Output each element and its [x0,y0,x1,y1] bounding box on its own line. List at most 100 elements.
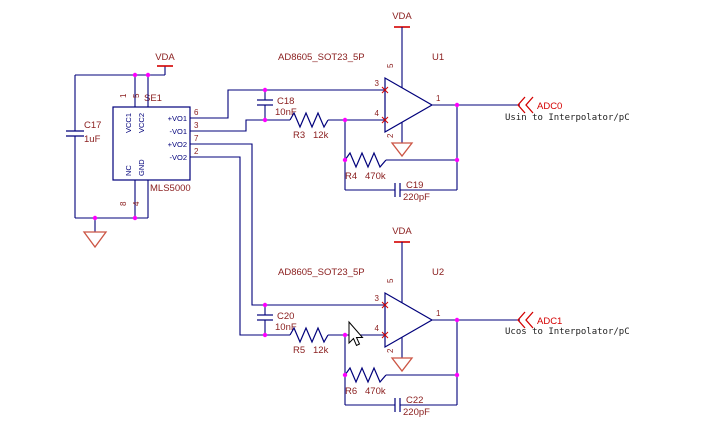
left-block: VDA C17 1uF SE1 MLS5000 1 5 VCC1 [66,52,199,249]
pin-number: 5 [132,93,141,98]
ground-symbol-left[interactable] [82,218,108,249]
resistor-r4[interactable]: R4 470k [344,151,457,182]
resistor-r5[interactable]: R5 12k [289,326,329,356]
component-value: 220pF [403,407,430,418]
resistor-r3[interactable]: R3 12k [289,111,329,141]
capacitor-c19[interactable]: C19 220pF [345,180,457,203]
pin-number: 8 [119,201,128,206]
chevron-left-icon [517,311,526,329]
capacitor-c20[interactable]: C20 10nF [257,305,297,335]
opamp-triangle-icon [384,291,434,349]
ref-designator: R3 [293,130,305,141]
junction-dot [262,87,268,93]
junction-dot [145,72,151,78]
pin-name: -VO1 [169,127,187,136]
component-value: 470k [365,386,386,397]
ground-triangle-icon [390,357,414,373]
pin-name: GND [137,159,146,176]
resistor-r6[interactable]: R6 470k [344,366,457,397]
pin-name: VCC1 [124,113,133,133]
channel-2: C20 10nF R5 12k AD8605_SOT23_5P U2 3 4 1… [190,143,630,418]
ref-designator: C22 [406,395,423,406]
pin-name: VCC2 [137,113,146,133]
part-number: MLS5000 [150,183,191,194]
component-value: 10nF [275,322,297,333]
power-flag-vda-u2[interactable]: VDA [392,226,412,303]
junction-dot [262,332,268,338]
capacitor-c17[interactable]: C17 1uF [66,75,101,218]
junction-dot [454,317,460,323]
ref-designator: R5 [293,345,305,356]
power-label: VDA [155,52,175,63]
junction-dot [262,302,268,308]
pin-number: 2 [386,133,395,138]
junction-dot [262,117,268,123]
ref-designator: SE1 [144,93,162,104]
ground-triangle-icon [390,142,414,158]
wire [190,156,290,336]
ground-symbol-u1[interactable] [390,122,414,158]
pin-number: 2 [386,348,395,353]
junction-dot [342,117,348,123]
pin-name: +VO1 [168,114,187,123]
capacitor-c22[interactable]: C22 220pF [345,395,457,418]
pin-number: 5 [386,278,395,283]
power-flag-vda-left[interactable]: VDA [155,52,175,75]
ground-triangle-icon [82,231,108,249]
junction-dots [262,87,460,163]
pin-number: 3 [375,79,380,88]
pin-number: 5 [386,63,395,68]
ground-symbol-u2[interactable] [390,337,414,373]
pin-number: 4 [375,324,380,333]
junction-dot [342,372,348,378]
resistor-zigzag-icon [344,151,387,169]
power-flag-vda-u1[interactable]: VDA [392,11,412,88]
opamp-triangle-icon [384,76,434,134]
pin-number: 3 [194,121,199,130]
part-number: AD8605_SOT23_5P [278,52,365,63]
junction-dot [454,102,460,108]
chevron-left-icon [517,96,526,114]
pin-number: 4 [375,109,380,118]
ref-designator: C20 [277,311,294,322]
junction-dots [262,302,460,378]
component-value: 10nF [275,107,297,118]
resistor-zigzag-icon [289,326,329,344]
ref-designator: C18 [277,96,294,107]
ref-designator: R6 [345,386,357,397]
ref-designator: U1 [432,52,444,63]
junction-dot [454,372,460,378]
pin-number: 3 [375,294,380,303]
pin-number: 6 [194,108,199,117]
part-number: AD8605_SOT23_5P [278,267,365,278]
component-value: 470k [365,171,386,182]
pin-number: 7 [194,134,199,143]
component-value: 220pF [403,192,430,203]
junction-dot [132,215,138,221]
chip-mls5000[interactable]: SE1 MLS5000 1 5 VCC1 VCC2 8 4 NC GND +VO… [112,75,199,218]
pin-name: +VO2 [168,140,187,149]
wire [190,143,385,306]
resistor-zigzag-icon [289,111,329,129]
port-adc0[interactable]: ADC0 [517,96,562,114]
junction-dot [342,332,348,338]
pin-number: 1 [436,94,441,103]
junction-dot [92,215,98,221]
opamp-u1[interactable]: AD8605_SOT23_5P U1 3 4 1 5 2 [278,52,444,138]
port-adc1[interactable]: ADC1 [517,311,562,329]
ref-designator: R4 [345,171,357,182]
junction-dots [92,72,151,221]
pin-number: 1 [436,309,441,318]
mouse-cursor [348,320,364,347]
pin-name: -VO2 [169,153,187,162]
opamp-u2[interactable]: AD8605_SOT23_5P U2 3 4 1 5 2 [278,267,444,353]
component-value: 12k [313,130,329,141]
wire [190,119,290,132]
junction-dot [342,157,348,163]
junction-dot [132,72,138,78]
chevron-left-icon [525,311,534,329]
capacitor-c18[interactable]: C18 10nF [257,90,297,120]
net-caption: Ucos to Interpolator/pC [505,327,630,337]
